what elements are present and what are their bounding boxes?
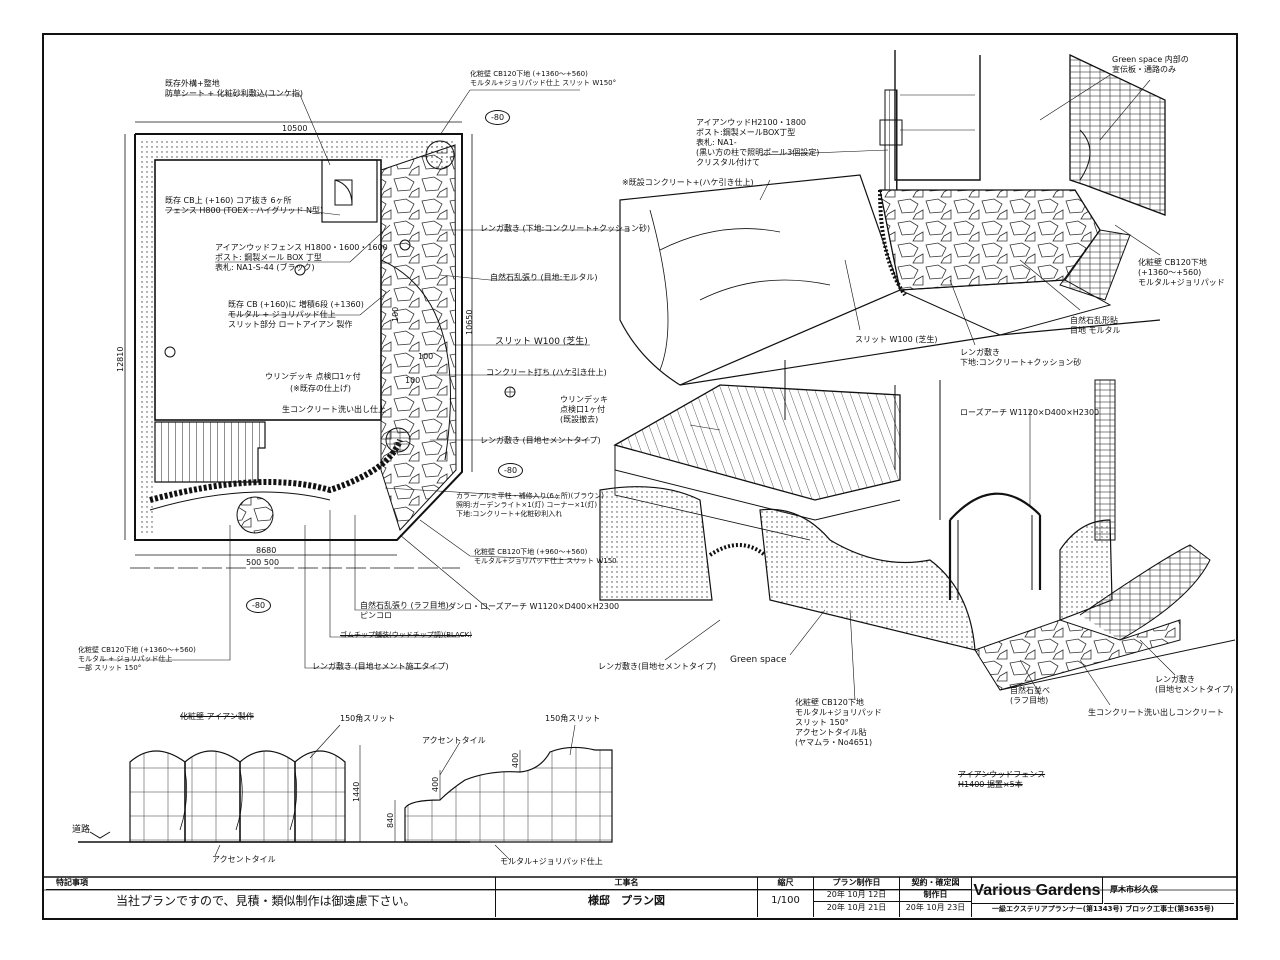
tb-work: 工事名 様邸 プラン図 [496,877,758,917]
plan-note-wood-deck: ウリンデッキ 点検口1ヶ付 [265,372,361,381]
plan-note-brick-sep: レンガ敷き (目地セメント施工タイプ) [312,662,449,671]
property-boundary [134,133,463,541]
tb-contract-header: 契約・確定図 [900,877,971,890]
persp-note-brick-right: レンガ敷き (目地セメントタイプ) [1155,675,1234,694]
plan-note-wall-top: 化粧壁 CB120下地 (+1360～+560) モルタル+ジョリパッド仕上 ス… [470,70,617,87]
plan-note-brick: レンガ敷き (下地:コンクリート+クッション砂) [480,224,651,233]
title-block-frame [44,876,1236,891]
elev-dim-400b: 400 [511,752,520,768]
perspective-entrance [619,50,1166,386]
elev-note-accent-left: アクセントタイル [212,855,276,864]
plan-note-raw-concrete: 生コンクリート洗い出し仕上 [282,405,386,414]
tb-plan-header: プラン制作日 [814,877,899,890]
stone-paving [380,144,457,531]
tb-work-body: 様邸 プラン図 [588,894,665,907]
persp-note-wall: 化粧壁 CB120下地 モルタル+ジョリパッド スリット 150° アクセントタ… [795,698,882,747]
plan-note-concrete-print: コンクリート打ち (ハケ引き仕上) [486,368,607,377]
level-marker-bottom: -80 [246,598,272,613]
elev-dim-1440: 1440 [352,781,361,802]
elev-note-accent-right: アクセントタイル [422,736,486,745]
elev-note-strike: 化粧壁 アイアン製作 [180,712,254,721]
dim-top: 10500 [282,124,308,133]
persp-note-deck: ウリンデッキ 点検口1ヶ付 (既設撤去) [560,395,608,424]
dim-slit-b: 100 [418,352,434,361]
plan-note-existing-cb: 既存 CB (+160)に 増積6段 (+1360) モルタル + ジョリパッド… [228,300,364,329]
level-marker-top: -80 [485,110,511,125]
plan-note-natural-stone: 自然石乱張り (目地:モルタル) [490,273,598,282]
dim-left: 12810 [116,346,125,372]
plan-note-side-wall: 化粧壁 CB120下地 (+1360～+560) モルタル + ジョリパッド仕上… [78,646,196,672]
persp-note-rose-arch: ローズアーチ W1120×D400×H2300 [960,408,1100,417]
tb-scale: 縮尺 1/100 [758,877,814,917]
elev-note-slit-left: 150角スリット [340,714,396,723]
tb-plan-date: プラン制作日 20年 10月 12日 20年 10月 21日 [814,877,900,917]
tb-plan-date-2: 20年 10月 21日 [826,903,887,912]
plan-note-slit: スリット W100 (芝生) [495,337,588,347]
plan-note-bench: (※既存の仕上げ) [290,384,351,393]
plan-note-cb-wall: 既存 CB上 (+160) コア抜き 6ヶ所 フェンス H800 (TOEX :… [165,196,324,215]
elev-note-slit-right: 150角スリット [545,714,601,723]
tb-contract: 契約・確定図 制作日 20年 10月 23日 [900,877,972,917]
plan-note-brick-edge: レンガ敷き (目地セメントタイプ) [480,436,601,445]
perspective-garden [599,360,1236,706]
wood-deck [154,421,266,483]
tb-special-header: 特記事項 [46,877,495,890]
brick-edging [149,438,403,503]
tb-special: 特記事項 当社プランですので、見積・類似制作は御遠慮下さい。 [46,877,496,917]
dim-bottom-split: 500 500 [246,558,280,567]
plan-note-wall-low: 化粧壁 CB120下地 (+960～+560) モルタル+ジョリパッド仕上 スリ… [474,548,617,565]
persp-note-strike: アイアンウッドフェンス H1400 据置×5本 [958,770,1046,789]
persp-note-green-space: Green space 内部の 宣伝板・通路のみ [1112,55,1189,74]
dim-right: 10650 [465,309,474,335]
company-address: 厚木市杉久保 [1104,877,1234,904]
elevation-right [394,724,613,861]
persp-note-exist-concrete: ※既設コンクリート+(ハケ引き仕上) [622,178,754,187]
dim-bottom: 8680 [256,546,277,555]
dim-slit-c: 100 [405,376,421,385]
persp-note-ironwood: アイアンウッドH2100・1800 ポスト:鋼製メールBOX丁型 表札: NA1… [696,118,820,167]
persp-note-green-space-b: Green space [730,655,787,665]
tb-work-header: 工事名 [496,877,757,890]
tb-contract-date: 20年 10月 23日 [905,903,966,912]
title-block: 特記事項 当社プランですので、見積・類似制作は御遠慮下さい。 工事名 様邸 プラ… [46,877,1234,917]
tb-plan-date-1: 20年 10月 12日 [814,889,899,902]
persp-note-stone: 自然石並べ (ラフ目地) [1010,686,1050,705]
plan-note-stone-edge: 自然石乱張り (ラフ目地) ピンコロ [360,601,449,620]
persp-note-wall-right: 化粧壁 CB120下地 (+1360～+560) モルタル+ジョリパッド [1138,258,1225,287]
tree-symbol [425,140,455,170]
gravel-strip [138,138,154,536]
tb-scale-body: 1/100 [771,895,800,906]
dim-slit-a: 100 [391,306,400,322]
plan-note-iron-fence: アイアンウッドフェンス H1800・1600・1600 ポスト: 鋼製メール B… [215,243,388,272]
arch-circle [236,496,274,534]
company-license: 一級エクステリアプランナー(第1343号) ブロック工事士(第3635号) [992,905,1214,913]
persp-note-raw: 生コンクリート洗い出しコンクリート [1088,708,1224,717]
tb-scale-header: 縮尺 [758,877,813,890]
tb-special-body: 当社プランですので、見積・類似制作は御遠慮下さい。 [116,894,416,908]
plan-note-color-mix: カラーアルミ平柱・補修入り(6ヶ所)(ブラウン) 照明:ガーデンライト×1(灯)… [456,492,605,518]
plan-note-gravel: 既存外構+整地 防草シート + 化粧砂利敷込(ユンケ指) [165,79,304,98]
tb-company: Various Gardens 厚木市杉久保 一級エクステリアプランナー(第13… [972,877,1234,917]
persp-note-brick: レンガ敷き 下地:コンクリート+クッション砂 [960,348,1082,367]
plan-note-rubber: ゴムチップ舗装(ウッドチップ調)(BLACK) [340,631,472,639]
elev-dim-840: 840 [386,812,395,828]
level-marker-right: -80 [498,463,524,478]
street-label: 道路 [72,825,91,835]
entrance-block [321,159,378,223]
tb-contract-label: 制作日 [900,889,971,902]
elev-note-finish: モルタル+ジョリパッド仕上 [500,857,603,866]
plan-note-arch: ダンロ・ローズアーチ W1120×D400×H2300 [448,602,620,611]
persp-note-stone-right: 自然石乱形貼 目地 モルタル [1070,316,1121,335]
persp-note-brick-left: レンガ敷き(目地セメントタイプ) [598,662,717,671]
company-logo: Various Gardens [973,882,1101,899]
persp-note-slit: スリット W100 (芝生) [855,335,938,344]
site-plan [100,89,630,669]
elev-dim-400a: 400 [431,776,440,792]
